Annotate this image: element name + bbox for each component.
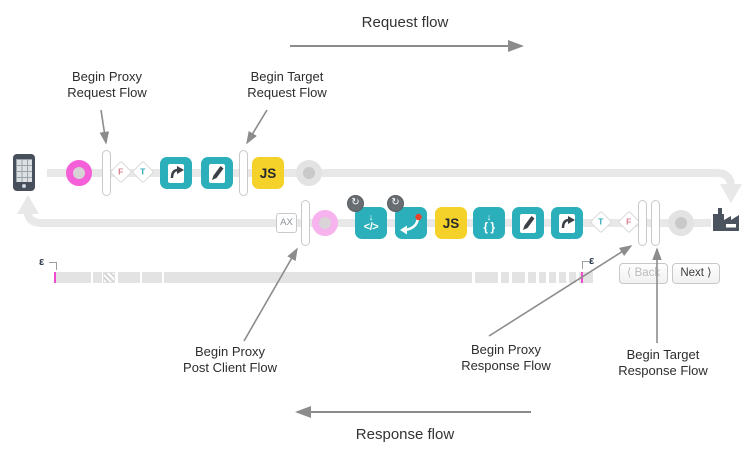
callout-line: Response Flow — [461, 358, 551, 373]
timeline-segment[interactable] — [142, 272, 162, 283]
javascript-policy-icon[interactable]: JS — [252, 157, 284, 189]
timeline-segment-hatched[interactable] — [103, 272, 115, 283]
rotate-arrow-icon: ↻ — [351, 197, 360, 208]
ax-label: AX — [280, 217, 293, 228]
proxy-request-start-circle[interactable] — [66, 160, 92, 186]
begin-target-request-flow-marker[interactable] — [239, 150, 248, 196]
javascript-policy-icon[interactable]: JS — [435, 207, 467, 239]
phone-home-button — [22, 184, 26, 188]
begin-target-response-flow-marker[interactable] — [651, 200, 660, 246]
post-client-start-circle[interactable] — [312, 210, 338, 236]
rotate-arrow-icon: ↻ — [391, 197, 400, 208]
chevron-right-icon: ⟩ — [707, 267, 712, 279]
timeline-segment[interactable] — [569, 272, 576, 283]
callout-arrow-proxy-response — [488, 245, 633, 337]
timeline-segment[interactable] — [539, 272, 546, 283]
edit-policy-icon[interactable] — [512, 207, 544, 239]
callout-begin-target-request-flow: Begin Target Request Flow — [207, 69, 367, 101]
callout-arrow-target-request — [246, 109, 268, 145]
request-flow-down-arrowhead — [720, 184, 742, 203]
target-request-end-circle[interactable] — [296, 160, 322, 186]
timeline-segment[interactable] — [512, 272, 525, 283]
braces-glyph: { } — [483, 219, 495, 234]
bracket-left-icon — [49, 262, 57, 270]
json-parse-policy-icon[interactable]: ↓ { } — [473, 207, 505, 239]
timeline-pink-tick — [54, 272, 56, 283]
next-button[interactable]: Next ⟩ — [672, 263, 720, 284]
loop-badge-icon: ↻ — [347, 195, 364, 212]
target-response-start-circle[interactable] — [668, 210, 694, 236]
callout-begin-proxy-post-client-flow: Begin Proxy Post Client Flow — [150, 344, 310, 376]
response-flow-up-arrowhead — [17, 195, 39, 214]
callout-line: Begin Target — [250, 69, 324, 84]
callout-line: Begin Proxy — [194, 344, 266, 359]
callout-line: Begin Proxy — [470, 342, 542, 357]
curved-arrow-red-dot-icon — [400, 213, 422, 235]
begin-proxy-post-client-flow-marker[interactable] — [301, 200, 310, 246]
timeline-segment[interactable] — [528, 272, 536, 283]
callout-arrow-post-client — [243, 247, 298, 342]
timeline-segment[interactable] — [549, 272, 556, 283]
diamond-letter: F — [626, 216, 632, 227]
phone-screen — [16, 159, 32, 182]
edit-policy-icon[interactable] — [201, 157, 233, 189]
callout-line: Request Flow — [247, 85, 327, 100]
condition-diamond-false[interactable]: F — [109, 160, 133, 184]
epsilon-right-label: ε — [589, 255, 595, 267]
callout-begin-proxy-response-flow: Begin Proxy Response Flow — [426, 342, 586, 374]
callout-line: Post Client Flow — [183, 360, 277, 375]
begin-proxy-response-flow-marker[interactable] — [638, 200, 647, 246]
request-flow-title: Request flow — [361, 14, 449, 31]
down-arrow-icon: ↓ — [368, 211, 374, 222]
pencil-icon — [209, 164, 225, 183]
chevron-left-icon: ⟨ — [626, 267, 632, 279]
callout-arrow-proxy-request — [99, 109, 110, 145]
condition-diamond-true[interactable]: T — [131, 160, 155, 184]
assign-message-policy-icon[interactable] — [551, 207, 583, 239]
diamond-letter: T — [140, 166, 146, 177]
backend-factory-icon[interactable] — [711, 204, 741, 232]
timeline-segment[interactable] — [118, 272, 140, 283]
js-label: JS — [259, 165, 277, 181]
condition-diamond-false[interactable]: F — [617, 210, 641, 234]
client-phone-icon[interactable] — [13, 154, 35, 191]
callout-line: Request Flow — [67, 85, 147, 100]
back-label: Back — [634, 267, 661, 279]
analytics-ax-step[interactable]: AX — [276, 213, 297, 233]
code-glyph: </> — [363, 220, 379, 233]
diamond-letter: T — [598, 216, 604, 227]
callout-begin-proxy-request-flow: Begin Proxy Request Flow — [27, 69, 187, 101]
timeline-bar[interactable] — [54, 272, 594, 283]
timeline-segment[interactable] — [475, 272, 498, 283]
diamond-letter: F — [118, 166, 124, 177]
timeline-pink-tick — [581, 272, 583, 283]
timeline-segment[interactable] — [93, 272, 102, 283]
timeline-segment[interactable] — [164, 272, 472, 283]
timeline-segment[interactable] — [559, 272, 566, 283]
back-button[interactable]: ⟨ Back — [619, 263, 668, 284]
callout-begin-target-response-flow: Begin Target Response Flow — [583, 347, 743, 379]
callout-line: Response Flow — [618, 363, 708, 378]
pencil-icon — [520, 214, 536, 233]
epsilon-left-label: ε — [39, 256, 45, 268]
callout-line: Begin Proxy — [71, 69, 143, 84]
paper-arrow-icon — [559, 214, 575, 233]
loop-badge-icon: ↻ — [387, 195, 404, 212]
timeline-segment[interactable] — [501, 272, 509, 283]
paper-arrow-icon — [168, 164, 184, 183]
response-flow-title: Response flow — [355, 426, 455, 443]
callout-response-policy-icon[interactable] — [395, 207, 427, 239]
callout-line: Begin Target — [626, 347, 700, 362]
condition-diamond-true[interactable]: T — [589, 210, 613, 234]
js-label: JS — [442, 215, 460, 231]
xml-to-json-policy-icon[interactable]: ↓ </> — [355, 207, 387, 239]
next-label: Next — [680, 267, 704, 279]
timeline-segment[interactable] — [56, 272, 91, 283]
assign-message-policy-icon[interactable] — [160, 157, 192, 189]
begin-proxy-request-flow-marker[interactable] — [102, 150, 111, 196]
